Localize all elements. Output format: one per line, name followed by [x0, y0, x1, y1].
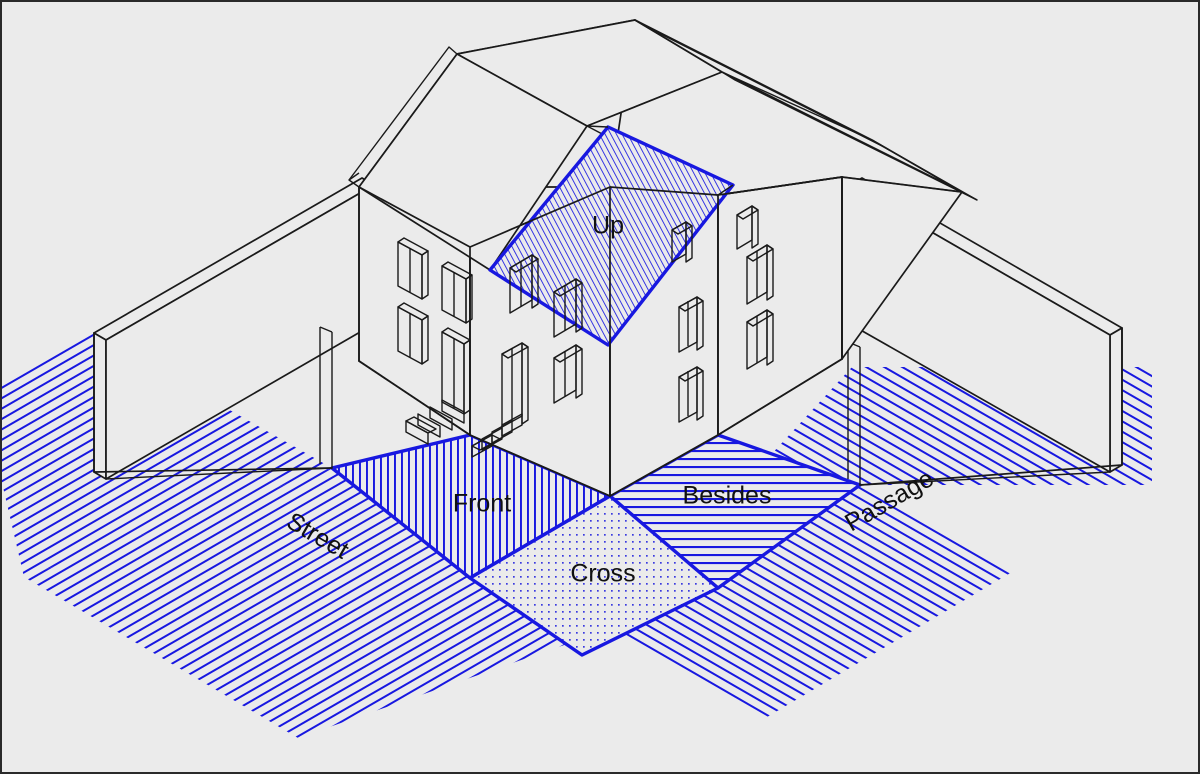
roof-ridge-link — [721, 71, 873, 141]
road-band-passage — [610, 367, 1152, 720]
passage-surface — [610, 367, 1152, 629]
window — [397, 237, 429, 300]
street-surface — [24, 468, 610, 738]
window — [746, 244, 774, 305]
window — [441, 261, 473, 324]
window — [509, 254, 539, 314]
passage-surface-lower — [610, 485, 1012, 720]
top-edge-east — [609, 176, 843, 196]
window — [553, 278, 583, 338]
window — [736, 205, 759, 250]
roof-valley — [586, 71, 723, 127]
up-surface — [490, 127, 733, 345]
windows-front-left — [471, 254, 583, 458]
entrance-steps-front — [471, 413, 523, 458]
wall-left-inner-base — [105, 467, 333, 480]
windows-front-right — [671, 221, 704, 423]
window — [678, 366, 704, 423]
zone-cross[interactable] — [468, 494, 720, 657]
label-besides: Besides — [683, 482, 772, 510]
besides-surface — [610, 435, 860, 588]
window — [746, 309, 774, 370]
windows-west — [397, 237, 473, 445]
window — [397, 302, 429, 365]
roof-eave-west — [348, 46, 458, 188]
street-surface-upper — [2, 333, 332, 577]
up-join-left — [586, 125, 609, 128]
east-wing-eave — [841, 176, 963, 193]
entrance-steps-west — [405, 399, 465, 445]
windows-east — [736, 205, 774, 370]
window — [553, 344, 583, 404]
wall-right-cap — [1109, 327, 1123, 473]
roof-hip-east-2 — [871, 139, 963, 193]
up-join-right — [717, 184, 734, 196]
house — [348, 19, 978, 497]
wall-left-outer-base — [93, 332, 333, 473]
wall-left-end3 — [319, 326, 333, 333]
label-front: Front — [453, 490, 511, 518]
roof-eave-west-cap — [348, 172, 360, 181]
window — [671, 221, 693, 263]
window — [678, 296, 704, 353]
base-edge-west — [358, 360, 471, 436]
label-up: Up — [592, 212, 624, 240]
road-band-street — [2, 333, 610, 738]
wall-right-inner-base — [859, 471, 1111, 486]
cross-outline — [468, 494, 720, 657]
label-cross: Cross — [570, 560, 635, 588]
wall-left-cap — [93, 332, 107, 480]
wall-right-outer-base — [859, 327, 1123, 486]
base-edge-front — [469, 358, 843, 497]
top-edge-west — [358, 186, 611, 248]
front-surface — [332, 435, 610, 578]
